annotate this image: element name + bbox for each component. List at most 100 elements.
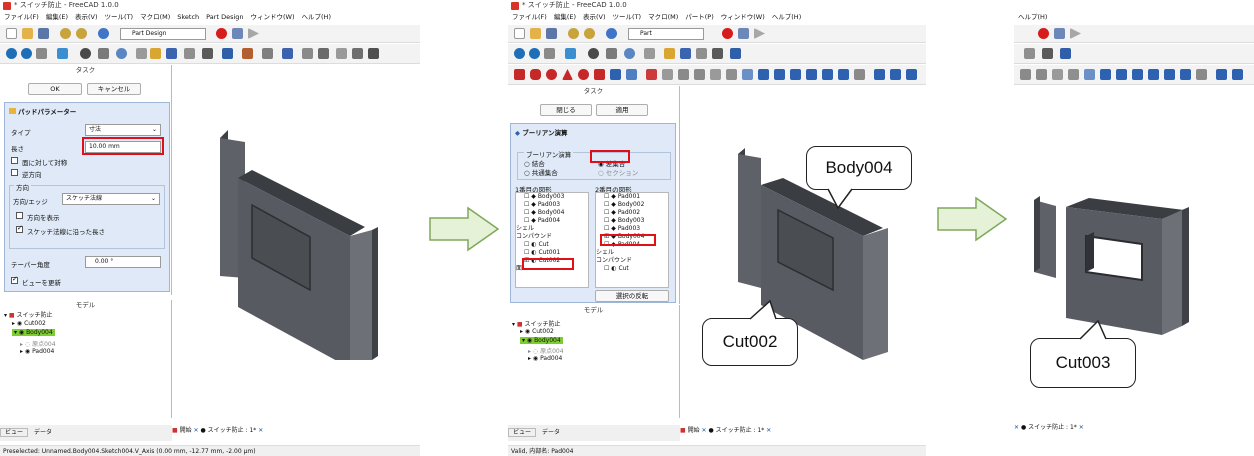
datum-icon[interactable] [262,48,273,59]
record-macro-icon[interactable] [216,28,227,39]
fit-all-icon[interactable] [6,48,17,59]
tree-item-body004[interactable]: ▾ ◉ Body004 [520,337,563,344]
cone-icon[interactable] [562,69,573,80]
3d-viewport[interactable] [1024,170,1249,360]
fillet-icon[interactable] [1036,69,1047,80]
ok-button[interactable]: OK [28,83,82,95]
save-icon[interactable] [546,28,557,39]
list-item[interactable]: ☐ ◆ Pad003 [524,201,561,208]
list-item[interactable]: ☐ ◐ Cut001 [524,249,561,256]
menu-macro[interactable]: マクロ(M) [648,13,679,21]
menu-file[interactable]: ファイル(F) [4,13,39,21]
link-icon[interactable] [1024,48,1035,59]
record-macro-icon[interactable] [722,28,733,39]
reverse-checkbox[interactable] [11,169,18,176]
chamfer-icon[interactable] [1052,69,1063,80]
boolean-icon[interactable] [874,69,885,80]
tree-item-origin004[interactable]: ▸ ◌ 原点004 [20,341,56,348]
folder-icon[interactable] [166,48,177,59]
tab-document[interactable]: スイッチ防止 : 1* [715,427,765,434]
radio-cut[interactable]: ◉ 差集合 [598,160,626,168]
cross-sections-icon[interactable] [1148,69,1159,80]
tree-item-cut002[interactable]: ▸ ◉ Cut002 [520,328,554,335]
radio-union[interactable]: ○ 結合 [524,160,545,168]
close-button[interactable]: 閉じる [540,104,592,116]
menu-part-design[interactable]: Part Design [206,13,244,21]
cross-sections-icon[interactable] [806,69,817,80]
tab-document[interactable]: スイッチ防止 : 1* [1028,424,1077,431]
torus-icon[interactable] [578,69,589,80]
fillet-icon[interactable] [694,69,705,80]
show-direction-checkbox[interactable] [16,212,23,219]
menu-part[interactable]: パート(P) [685,13,714,21]
undo-icon[interactable] [60,28,71,39]
folder-icon[interactable] [680,48,691,59]
menu-sketch[interactable]: Sketch [177,13,200,21]
revolve-icon[interactable] [662,69,673,80]
second-shape-list[interactable] [595,192,669,288]
code-icon[interactable] [1042,48,1053,59]
close-icon[interactable]: ✕ [258,427,264,434]
cut-icon[interactable] [1232,69,1243,80]
3d-viewport[interactable] [190,100,410,360]
list-item[interactable]: ☑ ◆ Body004 [604,233,645,240]
shape-builder-icon[interactable] [626,69,637,80]
measure-icon[interactable] [624,48,635,59]
link-icon[interactable] [696,48,707,59]
close-icon[interactable]: ✕ [193,427,199,434]
selection-filter-icon[interactable] [565,48,576,59]
close-icon[interactable]: ✕ [701,427,707,434]
whats-this-icon[interactable] [1060,48,1071,59]
new-file-icon[interactable] [514,28,525,39]
whats-this-icon[interactable] [730,48,741,59]
apply-button[interactable]: 適用 [596,104,648,116]
offset-icon[interactable] [1164,69,1175,80]
list-item[interactable]: ☐ ◆ Body004 [524,209,565,216]
fuse-icon[interactable] [906,69,917,80]
first-shape-list[interactable] [515,192,589,288]
thickness-icon[interactable] [838,69,849,80]
sphere-icon[interactable] [546,69,557,80]
macro-editor-icon[interactable] [232,28,243,39]
list-item[interactable]: ☑ ◐ Cut002 [524,257,561,264]
play-macro-icon[interactable] [248,28,259,39]
menu-edit[interactable]: 編集(E) [45,13,68,21]
extrude-icon[interactable] [646,69,657,80]
ruled-surface-icon[interactable] [1084,69,1095,80]
sweep-icon[interactable] [1116,69,1127,80]
close-icon[interactable]: ✕ [1014,424,1020,431]
primitives-icon[interactable] [610,69,621,80]
close-icon[interactable]: ✕ [1078,424,1084,431]
tree-root[interactable]: ▾ ■ スイッチ防止 [512,321,561,328]
measure-icon[interactable] [116,48,127,59]
draw-style-icon[interactable] [36,48,47,59]
macro-editor-icon[interactable] [738,28,749,39]
list-item[interactable]: ☐ ◆ Pad004 [524,217,561,224]
fit-selection-icon[interactable] [21,48,32,59]
mirror-icon[interactable] [678,69,689,80]
refresh-icon[interactable] [606,28,617,39]
new-sketch-icon[interactable] [242,48,253,59]
menu-window[interactable]: ウィンドウ(W) [720,13,765,21]
fillet-tool-icon[interactable] [336,48,347,59]
save-icon[interactable] [38,28,49,39]
thickness-icon[interactable] [1180,69,1191,80]
ruled-surface-icon[interactable] [742,69,753,80]
whats-this-icon[interactable] [222,48,233,59]
list-item[interactable]: ☐ ◆ Pad002 [604,209,641,216]
tree-item-cut002[interactable]: ▸ ◉ Cut002 [12,320,46,327]
list-item[interactable]: ☐ ◆ Body002 [604,201,645,208]
axo-view-icon[interactable] [98,48,109,59]
tab-start[interactable]: 開始 [179,427,192,434]
along-normal-checkbox[interactable]: ✓ [16,224,23,233]
face-icon[interactable] [1068,69,1079,80]
menu-help[interactable]: ヘルプ(H) [1018,13,1048,21]
fit-all-icon[interactable] [514,48,525,59]
list-item[interactable]: ☐ ◆ Body003 [524,193,565,200]
tab-start[interactable]: 開始 [687,427,700,434]
redo-icon[interactable] [76,28,87,39]
std-views-icon[interactable] [80,48,91,59]
link-icon[interactable] [184,48,195,59]
redo-icon[interactable] [584,28,595,39]
menu-macro[interactable]: マクロ(M) [140,13,171,21]
